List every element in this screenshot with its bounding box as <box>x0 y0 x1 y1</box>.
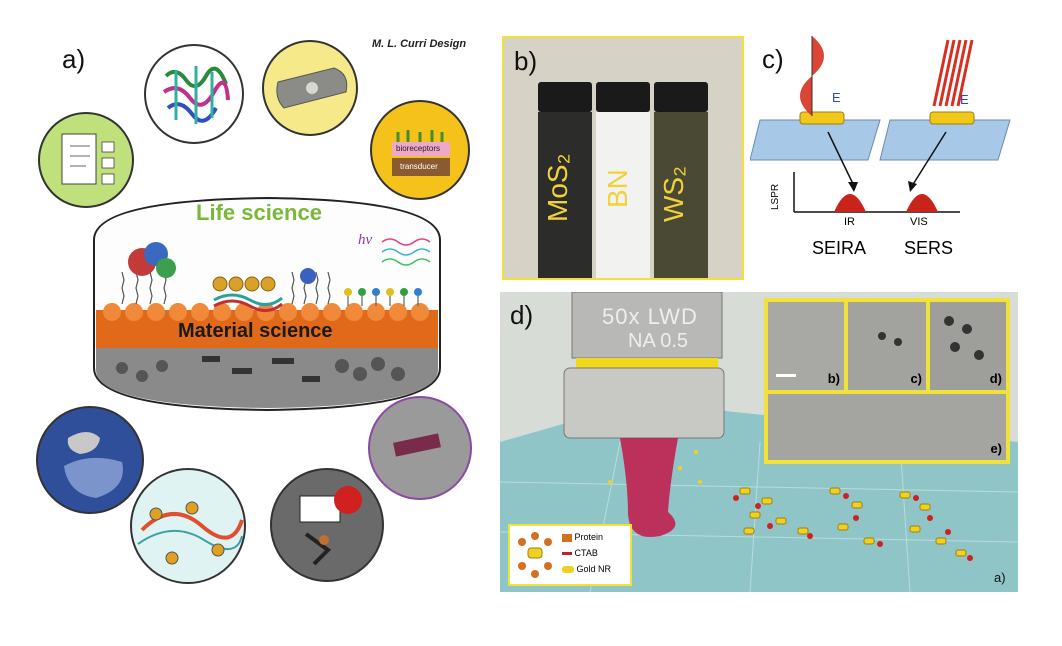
polymer-network-icon <box>137 501 244 565</box>
plasmonic-scheme <box>750 36 1011 213</box>
protein-structure-circle <box>144 44 244 144</box>
life-science-title: Life science <box>196 200 322 225</box>
biosensor-circle: bioreceptors transducer <box>370 100 470 200</box>
protein-helix-icon <box>162 66 230 124</box>
vial-bn: BN <box>596 82 650 278</box>
legend-ctab: CTAB <box>562 548 598 558</box>
cell-micrograph-icon <box>276 67 348 109</box>
inset-e: e) <box>768 394 1006 460</box>
panel-a-label: a) <box>62 44 86 74</box>
objective-text-1: 50x LWD <box>602 304 698 329</box>
legend-box: Protein CTAB Gold NR <box>508 524 632 586</box>
biosensor-icon <box>392 130 450 176</box>
nanorod-icon <box>393 433 441 457</box>
schematic-circle <box>38 112 134 208</box>
micrograph-insets: b) c) d) e) <box>764 298 1010 464</box>
material-science-title: Material science <box>178 320 333 342</box>
hv-label: hv <box>358 232 373 248</box>
device-micrograph-icon <box>299 486 362 566</box>
technique-seira: SEIRA <box>812 238 867 258</box>
legend-ctab-label: CTAB <box>574 548 598 558</box>
transducer-label: transducer <box>400 162 438 171</box>
vial-mos2-label: MoS₂ <box>542 153 573 222</box>
lspr-axis-label: LSPR <box>770 183 781 210</box>
inset-c-label: c) <box>910 371 922 386</box>
gold-nanorod-pattern <box>733 487 973 561</box>
technique-sers: SERS <box>904 238 954 258</box>
vial-ws2: WS₂ <box>654 82 708 278</box>
gold-nr-swatch-icon <box>562 566 574 574</box>
peak-label-ir: IR <box>844 216 855 228</box>
vial-mos2: MoS₂ <box>538 82 592 278</box>
schematic-icon <box>61 133 115 185</box>
cell-image-circle <box>262 40 358 136</box>
inset-d-label: d) <box>989 371 1002 386</box>
design-credit: M. L. Curri Design <box>372 38 467 50</box>
objective-text-2: NA 0.5 <box>628 330 689 352</box>
nanorod-circle <box>368 396 472 500</box>
nanocrystal-lattice-icon <box>64 432 123 498</box>
protein-swatch-icon <box>562 533 572 542</box>
panel-c-label: c) <box>762 44 784 74</box>
inset-b-label: b) <box>827 371 840 386</box>
polymer-nanocomposite-circle <box>130 468 246 584</box>
legend-protein-label: Protein <box>574 532 604 542</box>
nanorod-complex-icon <box>518 532 552 578</box>
inset-c: c) <box>848 302 926 390</box>
tem-device-circle <box>270 468 384 582</box>
inset-b: b) <box>768 302 844 390</box>
lattice-circle <box>36 406 144 514</box>
ctab-swatch-icon <box>562 552 572 556</box>
vial-ws2-label: WS₂ <box>658 166 689 222</box>
corner-label: a) <box>994 570 1006 585</box>
vial-bn-label: BN <box>602 169 633 208</box>
legend-gold-nr: Gold NR <box>562 564 611 574</box>
panel-d-label: d) <box>510 300 534 330</box>
legend-protein: Protein <box>562 532 603 542</box>
bioreceptors-label: bioreceptors <box>396 144 441 153</box>
peak-label-vis: VIS <box>910 216 928 228</box>
inset-e-label: e) <box>990 441 1002 456</box>
field-e-left: E <box>832 90 841 105</box>
inset-d: d) <box>930 302 1006 390</box>
field-e-right: E <box>960 92 969 107</box>
scale-bar <box>776 374 796 377</box>
panel-b: b) MoS₂ BN WS₂ <box>502 36 744 280</box>
legend-gold-nr-label: Gold NR <box>576 564 612 574</box>
protein-blob-icon <box>128 242 176 278</box>
panel-d: 50x LWD NA 0.5 d) b) c) d) e) a) <box>500 292 1018 592</box>
material-interface-drum <box>93 196 441 412</box>
panel-b-label: b) <box>514 46 538 76</box>
